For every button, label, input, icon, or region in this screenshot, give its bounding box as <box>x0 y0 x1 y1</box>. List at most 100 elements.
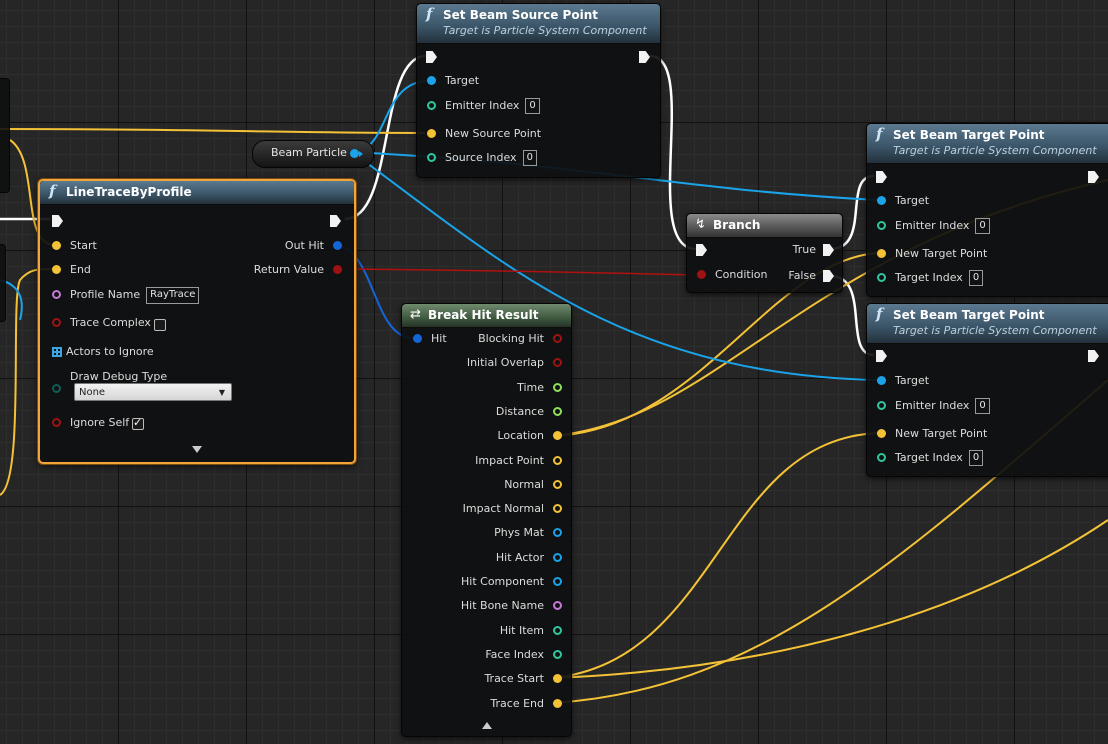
node-title: Break Hit Result <box>428 308 539 322</box>
node-header[interactable]: f LineTraceByProfile <box>40 181 354 205</box>
beam-particle-variable-node[interactable]: Beam Particle <box>252 140 374 168</box>
node-title: LineTraceByProfile <box>66 185 192 199</box>
emitter-index-input[interactable]: 0 <box>975 398 990 414</box>
node-subtitle: Target is Particle System Component <box>893 144 1097 157</box>
collapse-arrow-icon[interactable] <box>482 722 492 729</box>
node-header[interactable]: f Set Beam Target Point Target is Partic… <box>867 124 1108 164</box>
vector-pin-icon <box>877 249 886 258</box>
struct-pin-icon <box>333 241 342 250</box>
node-title: Branch <box>713 218 761 232</box>
int-pin-icon <box>553 625 562 635</box>
function-icon: f <box>876 305 883 323</box>
dropdown-arrow-icon: ▼ <box>218 388 225 397</box>
exec-out-pin[interactable] <box>639 51 650 63</box>
exec-out-pin[interactable] <box>330 215 341 227</box>
source-index-input[interactable]: 0 <box>522 150 537 166</box>
target-index-input[interactable]: 0 <box>968 270 984 286</box>
float-pin-icon <box>553 382 562 392</box>
node-header[interactable]: ⇄ Break Hit Result <box>402 304 571 328</box>
node-header[interactable]: f Set Beam Target Point Target is Partic… <box>867 304 1108 344</box>
exec-wire-source-to-branch <box>649 54 697 251</box>
array-pin-icon <box>52 347 62 357</box>
set-beam-target-point-node-2[interactable]: f Set Beam Target Point Target is Partic… <box>866 303 1108 477</box>
struct-pin-icon <box>413 334 422 343</box>
node-title: Set Beam Target Point <box>893 308 1045 322</box>
line-trace-by-profile-node[interactable]: f LineTraceByProfile Start End Profile N… <box>38 179 356 464</box>
enum-pin-icon <box>52 384 61 393</box>
exec-in-pin[interactable] <box>426 51 437 63</box>
node-subtitle: Target is Particle System Component <box>443 24 647 37</box>
vector-wire-tracestart-to-target2 <box>552 432 879 679</box>
set-beam-target-point-node-1[interactable]: f Set Beam Target Point Target is Partic… <box>866 123 1108 297</box>
exec-arrow-icon <box>876 350 887 362</box>
object-pin-icon <box>877 196 886 205</box>
vector-pin-icon <box>52 241 61 250</box>
object-pin-icon <box>877 376 886 385</box>
function-icon: f <box>49 182 56 200</box>
function-icon: f <box>876 125 883 143</box>
bool-pin-icon <box>333 265 342 274</box>
int-pin-icon <box>877 401 886 410</box>
exec-arrow-icon <box>1088 350 1099 362</box>
vector-wire-end <box>0 267 56 496</box>
node-header[interactable]: f Set Beam Source Point Target is Partic… <box>417 4 660 44</box>
trace-complex-checkbox[interactable] <box>154 319 166 331</box>
int-pin-icon <box>427 153 436 162</box>
bool-pin-icon <box>553 334 562 343</box>
offscreen-node-top[interactable] <box>0 78 10 193</box>
object-pin-icon <box>427 76 436 85</box>
function-icon: f <box>426 5 433 23</box>
vector-wire-new-source-point <box>0 128 426 134</box>
exec-wire-trace-to-source <box>344 54 426 221</box>
bool-pin-icon <box>52 418 61 427</box>
int-pin-icon <box>877 453 886 462</box>
exec-arrow-icon <box>639 51 650 63</box>
exec-in-pin[interactable] <box>876 350 887 362</box>
vector-pin-icon <box>553 479 562 489</box>
node-title: Set Beam Source Point <box>443 8 598 22</box>
pin-arrow-icon <box>359 151 363 157</box>
vector-pin-icon <box>553 504 562 514</box>
exec-out-pin[interactable] <box>1088 171 1099 183</box>
vector-pin-icon <box>553 698 562 708</box>
draw-debug-type-dropdown[interactable]: None ▼ <box>74 383 232 401</box>
exec-arrow-icon <box>52 215 63 227</box>
target-index-input[interactable]: 0 <box>968 450 984 466</box>
variable-label: Beam Particle <box>271 146 347 159</box>
node-header[interactable]: ↯ Branch <box>687 214 842 238</box>
offscreen-node-bottom[interactable] <box>0 244 6 322</box>
branch-node[interactable]: ↯ Branch Condition True False <box>686 213 843 293</box>
break-struct-icon: ⇄ <box>410 307 421 322</box>
exec-arrow-icon <box>1088 171 1099 183</box>
vector-pin-icon <box>553 674 562 684</box>
bool-pin-icon <box>697 270 706 279</box>
vector-pin-icon <box>52 265 61 274</box>
exec-arrow-icon <box>426 51 437 63</box>
node-title: Set Beam Target Point <box>893 128 1045 142</box>
branch-icon: ↯ <box>695 217 706 232</box>
float-pin-icon <box>553 406 562 416</box>
exec-in-pin[interactable] <box>52 215 63 227</box>
int-pin-icon <box>553 649 562 659</box>
set-beam-source-point-node[interactable]: f Set Beam Source Point Target is Partic… <box>416 3 661 178</box>
int-pin-icon <box>877 273 886 282</box>
object-pin-icon <box>553 552 562 562</box>
vector-pin-icon <box>877 429 886 438</box>
vector-pin-icon <box>553 431 562 441</box>
collapse-arrow-icon[interactable] <box>192 446 202 453</box>
exec-out-pin[interactable] <box>1088 350 1099 362</box>
emitter-index-input[interactable]: 0 <box>975 218 990 234</box>
int-pin-icon <box>877 221 886 230</box>
emitter-index-input[interactable]: 0 <box>525 98 540 114</box>
vector-pin-icon <box>427 129 436 138</box>
ignore-self-checkbox[interactable] <box>132 416 144 430</box>
exec-in-pin[interactable] <box>696 244 707 256</box>
profile-name-input[interactable]: RayTrace <box>146 286 200 304</box>
exec-arrow-icon <box>876 171 887 183</box>
vector-pin-icon <box>553 455 562 465</box>
object-pin-icon[interactable] <box>350 149 359 158</box>
exec-arrow-icon <box>823 270 834 282</box>
exec-in-pin[interactable] <box>876 171 887 183</box>
